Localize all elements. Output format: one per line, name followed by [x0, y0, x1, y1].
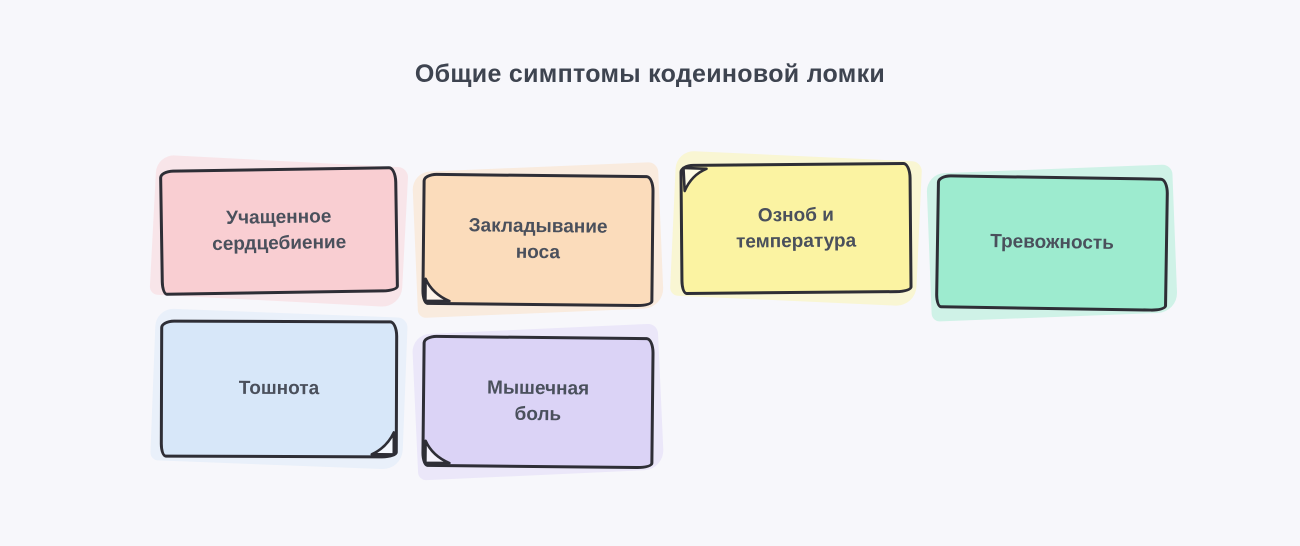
symptom-card: Тошнота — [150, 308, 408, 470]
symptom-card-label: Тревожность — [989, 231, 1115, 255]
symptom-card: Тревожность — [926, 164, 1178, 322]
sticky-note: Тошнота — [159, 319, 399, 459]
fold-corner-icon — [682, 166, 708, 193]
symptom-card-label: Закладывание носа — [468, 215, 608, 264]
sticky-note: Озноб и температура — [679, 161, 913, 296]
sticky-note: Мышечная боль — [421, 334, 655, 470]
symptom-card: Мышечная боль — [411, 323, 665, 481]
diagram-title: Общие симптомы кодеиновой ломки — [414, 60, 886, 88]
fold-corner-icon — [370, 431, 396, 456]
sticky-note: Учащенное сердцебиение — [159, 166, 399, 296]
fold-corner-icon — [424, 439, 451, 465]
sticky-note: Тревожность — [934, 174, 1170, 312]
symptom-card-label: Мышечная боль — [486, 377, 590, 426]
symptom-card-label: Тошнота — [238, 378, 320, 400]
symptom-card-label: Озноб и температура — [735, 204, 857, 253]
symptom-card: Закладывание носа — [412, 161, 664, 319]
symptom-card: Озноб и температура — [669, 150, 923, 307]
symptom-card-label: Учащенное сердцебиение — [212, 206, 347, 256]
sticky-note: Закладывание носа — [421, 172, 655, 308]
fold-corner-icon — [424, 277, 451, 303]
symptom-card: Учащенное сердцебиение — [149, 154, 409, 308]
